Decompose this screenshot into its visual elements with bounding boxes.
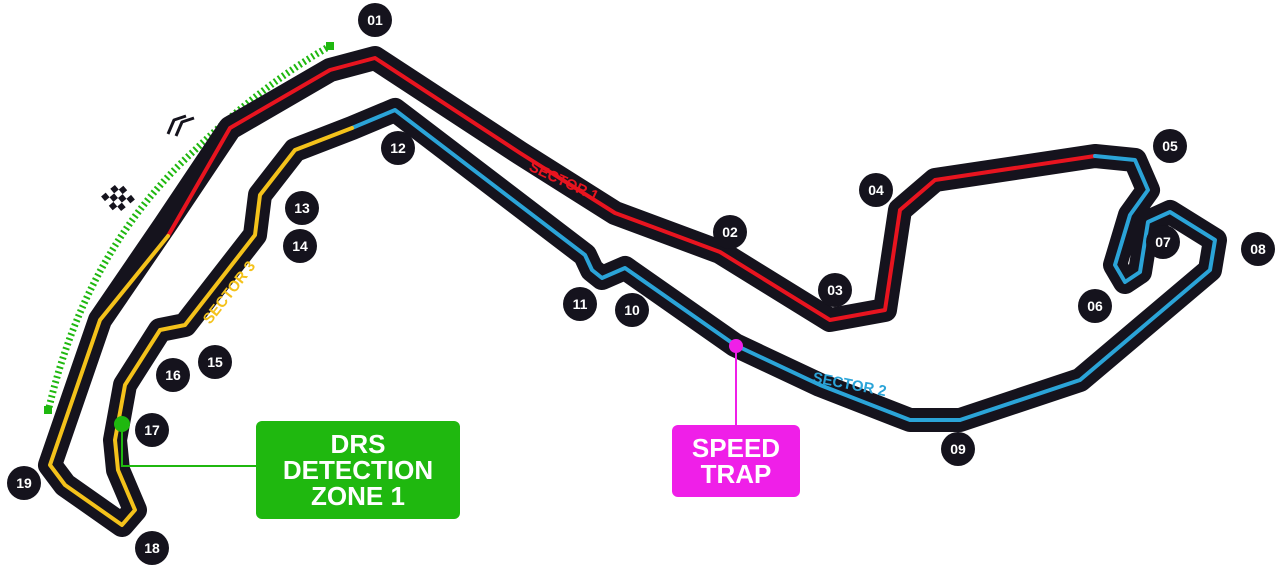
corner-badge: 01 xyxy=(358,3,392,37)
checkered-flag-icon xyxy=(101,181,135,215)
corner-number: 12 xyxy=(390,140,406,156)
corner-badge: 02 xyxy=(713,215,747,249)
corner-number: 13 xyxy=(294,200,310,216)
corner-badge: 16 xyxy=(156,358,190,392)
drs-zone-start-mark xyxy=(44,406,52,414)
corner-badge-circle xyxy=(1146,225,1180,259)
corner-number: 16 xyxy=(165,367,181,383)
corner-number: 17 xyxy=(144,422,160,438)
drs-detection-dot xyxy=(114,416,130,432)
drs-detection-zone-label: DRS DETECTION ZONE 1 xyxy=(256,421,460,519)
corner-badge: 15 xyxy=(198,345,232,379)
corner-badge: 11 xyxy=(563,287,597,321)
corner-number: 06 xyxy=(1087,298,1103,314)
corner-number: 03 xyxy=(827,282,843,298)
corner-number: 15 xyxy=(207,354,223,370)
corner-badge: 14 xyxy=(283,229,317,263)
corner-badge-circle xyxy=(381,131,415,165)
corner-number: 09 xyxy=(950,441,966,457)
corner-number: 07 xyxy=(1155,234,1171,250)
corner-badge-circle xyxy=(198,345,232,379)
corner-badge-circle xyxy=(941,432,975,466)
corner-badge-circle xyxy=(1241,232,1275,266)
corner-badge-circle xyxy=(1153,129,1187,163)
speed-trap-dot xyxy=(729,339,743,353)
sector3-line xyxy=(48,126,354,527)
corner-badge: 04 xyxy=(859,173,893,207)
sector1-label: SECTOR 1 xyxy=(526,158,601,205)
corner-badge-circle xyxy=(7,466,41,500)
corner-badge: 05 xyxy=(1153,129,1187,163)
corner-badge-circle xyxy=(135,531,169,565)
drs-line3: ZONE 1 xyxy=(311,481,405,511)
corner-badge-circle xyxy=(285,191,319,225)
speed-line1: SPEED xyxy=(691,433,781,463)
corner-badge-circle xyxy=(818,273,852,307)
corner-badge-circle xyxy=(283,229,317,263)
corner-badge: 17 xyxy=(135,413,169,447)
corner-badge: 08 xyxy=(1241,232,1275,266)
corner-number: 05 xyxy=(1162,138,1178,154)
corner-badge-circle xyxy=(713,215,747,249)
speed-trap-label: SPEED TRAP xyxy=(672,425,800,497)
corner-number: 08 xyxy=(1250,241,1266,257)
corner-badge: 10 xyxy=(615,293,649,327)
corner-number: 10 xyxy=(624,302,640,318)
corner-badge: 19 xyxy=(7,466,41,500)
speed-line2: TRAP xyxy=(700,459,772,489)
corner-badge: 07 xyxy=(1146,225,1180,259)
corner-number: 11 xyxy=(573,296,588,312)
corner-badge-circle xyxy=(859,173,893,207)
corner-number: 19 xyxy=(16,475,32,491)
corner-number: 02 xyxy=(722,224,738,240)
corner-badge: 09 xyxy=(941,432,975,466)
corner-badge: 06 xyxy=(1078,289,1112,323)
sector2-line xyxy=(350,108,1217,422)
drs-line2: DETECTION xyxy=(282,455,434,485)
drs-zone-end-mark xyxy=(326,42,334,50)
corner-badge: 03 xyxy=(818,273,852,307)
corner-badge: 18 xyxy=(135,531,169,565)
corner-badge-circle xyxy=(563,287,597,321)
drs-detection-connector xyxy=(121,424,258,467)
corner-badge-circle xyxy=(135,413,169,447)
corner-markers: 01 02 03 04 05 06 07 08 09 10 11 12 13 14 15 16 17 18 19 xyxy=(7,3,1275,565)
drs-line1: DRS xyxy=(330,429,386,459)
corner-badge: 13 xyxy=(285,191,319,225)
corner-badge-circle xyxy=(358,3,392,37)
corner-number: 18 xyxy=(144,540,160,556)
corner-number: 14 xyxy=(292,238,308,254)
corner-badge-circle xyxy=(1078,289,1112,323)
corner-badge-circle xyxy=(615,293,649,327)
corner-badge: 12 xyxy=(381,131,415,165)
direction-chevrons-icon xyxy=(166,114,195,137)
corner-number: 01 xyxy=(367,12,383,28)
corner-number: 04 xyxy=(868,182,884,198)
sector1-line xyxy=(166,56,1097,322)
corner-badge-circle xyxy=(156,358,190,392)
